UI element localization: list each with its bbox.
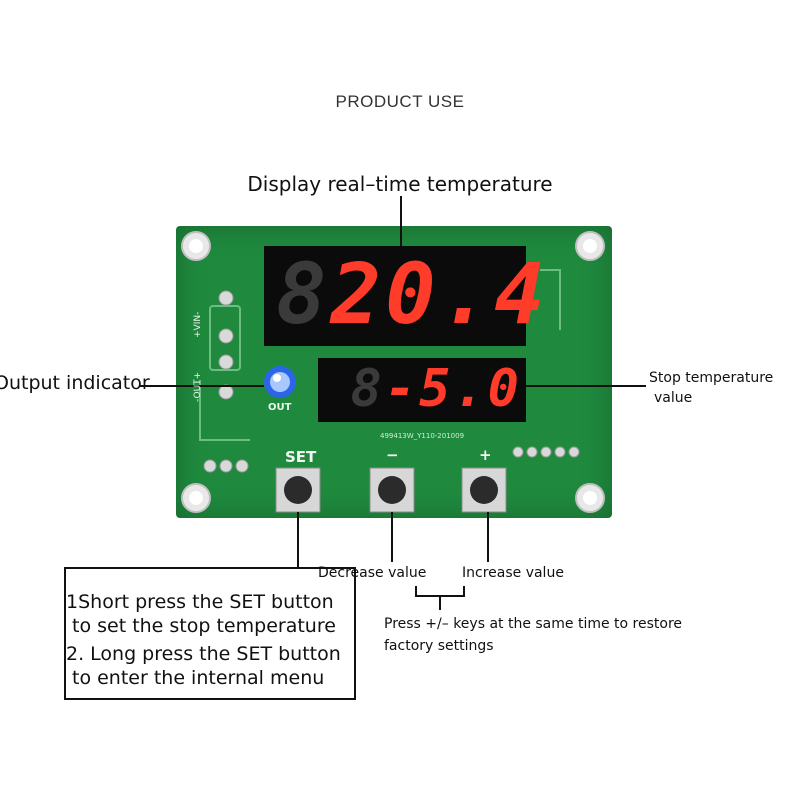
top-display-value: 20.4 [330, 245, 549, 343]
top-display-off-digit: 8 [276, 245, 331, 343]
page-title: PRODUCT USE [335, 92, 465, 111]
instruction-2: 2. Long press the SET button to enter th… [66, 642, 341, 690]
set-button-icon [275, 467, 321, 513]
output-indicator-label: Output indicator [0, 372, 150, 394]
stop-temperature-label: Stop temperature value [649, 368, 773, 408]
pcb-code-label: 499413W_Y110-201009 [380, 432, 465, 440]
top-display-panel [264, 246, 526, 346]
minus-button-icon [369, 467, 415, 513]
bottom-display-off-digit: 8 [350, 359, 385, 419]
restore-line2: factory settings [384, 638, 494, 654]
instruction-1-line2: to set the stop temperature [72, 615, 336, 637]
restore-note: Press +/– keys at the same time to resto… [384, 613, 682, 657]
top-display-readout: 820.4 [276, 244, 545, 344]
instruction-1-line1: 1Short press the SET button [66, 591, 334, 613]
stop-temperature-line2: value [654, 390, 693, 406]
plus-button-label: + [479, 446, 492, 464]
bottom-display-panel [318, 358, 526, 422]
restore-line1: Press +/– keys at the same time to resto… [384, 616, 683, 632]
out-pins-label: -OUT+ [193, 371, 203, 402]
instruction-2-line1: 2. Long press the SET button [66, 643, 341, 665]
instructions-box [64, 567, 356, 700]
minus-button-label: − [386, 446, 399, 464]
vin-label: +VIN- [193, 311, 203, 338]
increase-label: Increase value [462, 565, 564, 581]
instruction-1: 1Short press the SET button to set the s… [66, 590, 336, 638]
bottom-display-readout: 8-5.0 [326, 356, 522, 420]
plus-button-icon [461, 467, 507, 513]
out-indicator-label: OUT [268, 402, 292, 413]
stop-temperature-line1: Stop temperature [649, 370, 774, 386]
set-button-label: SET [285, 448, 317, 466]
bottom-display-value: -5.0 [384, 359, 522, 419]
decrease-label: Decrease value [318, 565, 427, 581]
display-label: Display real–time temperature [247, 172, 553, 196]
instruction-2-line2: to enter the internal menu [72, 667, 325, 689]
